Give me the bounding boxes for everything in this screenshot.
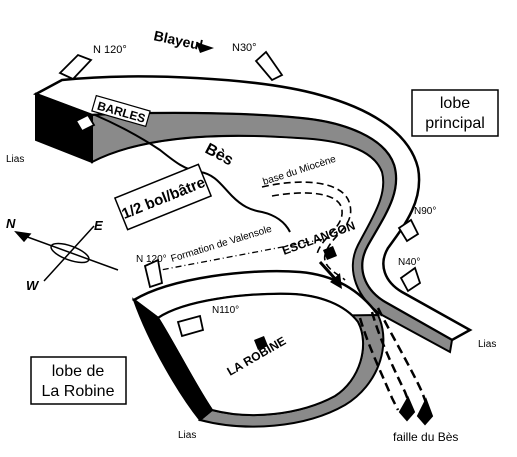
robine-lobe (131, 269, 385, 428)
compass-west-label: W (26, 278, 40, 293)
compass-north-label: N (6, 216, 16, 231)
robine-lobe-front-face (131, 297, 214, 422)
fault-arrows (398, 395, 434, 426)
lobe-principal-box: lobe principal (411, 89, 499, 137)
half-bowl-box: 1/2 bol/bâtre (113, 163, 213, 231)
barles-square-icon (74, 113, 96, 133)
n110-label: N110° (212, 305, 239, 316)
strike-n110-icon (176, 314, 205, 338)
strike-n40-icon (399, 266, 422, 293)
river-arrow (318, 260, 342, 289)
strike-n90-icon (397, 218, 420, 243)
strike-n30-icon (254, 50, 284, 82)
n120-mid-label: N 120° (136, 254, 167, 265)
strike-symbols (58, 50, 422, 338)
n30-label: N30° (232, 42, 257, 54)
n90-label: N90° (414, 206, 436, 217)
formation-valensole-label: Formation de Valensole (170, 224, 274, 265)
lias-bottom-label: Lias (178, 430, 196, 441)
blayeul-marker-icon (196, 42, 214, 53)
svg-text:lobe de: lobe de (52, 363, 105, 380)
fault-lines (358, 307, 430, 411)
faille-bes-label: faille du Bès (393, 430, 458, 444)
strike-n120-mid-icon (143, 258, 164, 289)
svg-text:principal: principal (425, 115, 485, 132)
lobe-robine-box: lobe de La Robine (30, 356, 127, 405)
main-lobe (32, 75, 473, 354)
valensole-line (149, 237, 331, 273)
bes-label: Bès (202, 141, 236, 170)
base-miocene-line (261, 181, 352, 281)
robine-marker-icon (254, 336, 268, 350)
compass (14, 225, 119, 282)
esclangon-marker-icon (323, 246, 337, 260)
compass-east-label: E (94, 218, 103, 233)
lias-left-label: Lias (6, 154, 24, 165)
main-lobe-side-face (91, 112, 454, 354)
n40-label: N40° (398, 257, 420, 268)
esclangon-label: ESCLANGON (280, 218, 357, 257)
blayeul-label: Blayeul (152, 27, 204, 53)
svg-text:La Robine: La Robine (42, 383, 115, 400)
strike-n120-top-icon (58, 53, 93, 81)
bes-river (94, 114, 291, 233)
n120-top-label: N 120° (93, 44, 127, 56)
svg-text:lobe: lobe (440, 95, 470, 112)
lias-right-label: Lias (478, 339, 496, 350)
